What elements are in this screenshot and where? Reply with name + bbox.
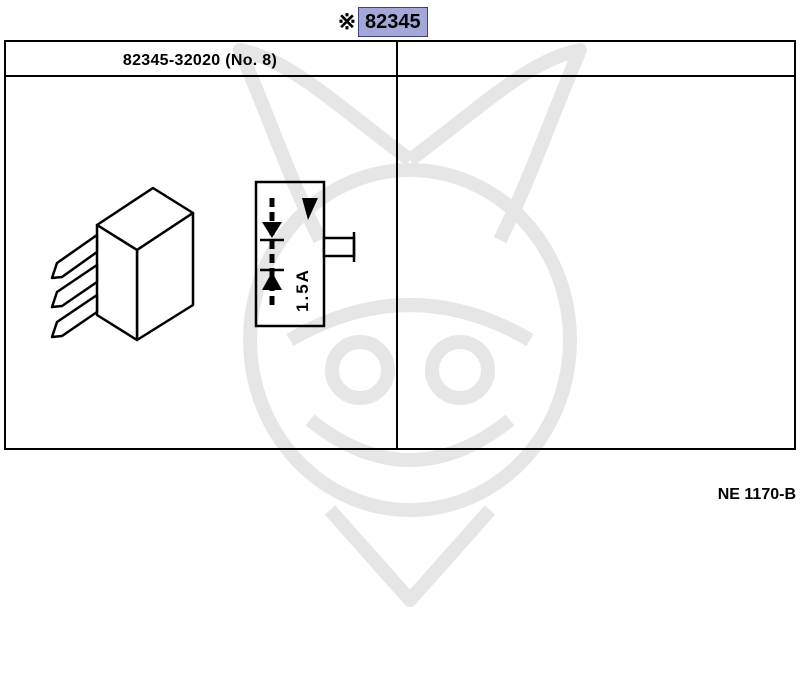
rating-label: 1.5A <box>293 268 312 312</box>
diagram-code: NE 1170-B <box>717 486 796 503</box>
header: ※ 82345 <box>336 6 428 38</box>
connector-pin-icon <box>322 232 356 262</box>
relay-figure: 1.5A <box>50 180 356 342</box>
part-number-badge[interactable]: 82345 <box>358 7 428 37</box>
note-mark: ※ <box>337 9 357 34</box>
column-title-left: 82345-32020 (No. 8) <box>122 52 278 69</box>
diode-symbol-icon <box>254 180 326 328</box>
relay-block-icon <box>50 186 195 342</box>
watermark-logo <box>233 43 587 607</box>
table-frame <box>4 40 796 450</box>
